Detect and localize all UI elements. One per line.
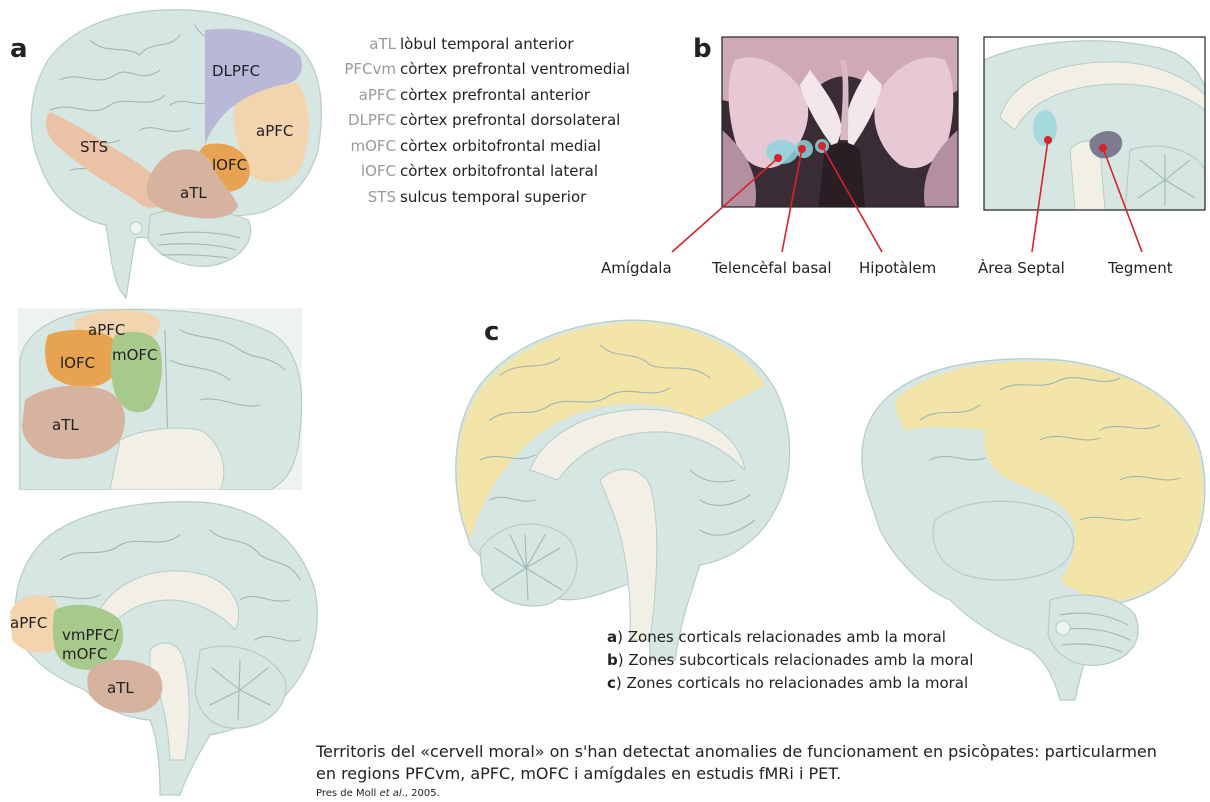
label-top-atl: aTL [180,184,207,202]
sagittal-subcortical [984,37,1210,210]
abbr-desc: còrtex orbitofrontal medial [400,137,601,155]
abbreviation-list: aTL lòbul temporal anterior PFCvm còrtex… [344,35,630,206]
label-top-sts: STS [80,138,108,156]
abbr-desc: lòbul temporal anterior [400,35,574,53]
legend-item-c: c) Zones corticals no relacionades amb l… [607,674,968,692]
pointer-label-tegment: Tegment [1107,259,1173,277]
label-bot-apfc: aPFC [10,614,47,632]
brain-lateral-top [31,10,321,298]
panel-label-a: a [10,34,28,64]
label-mid-apfc: aPFC [88,321,125,339]
abbr-desc: còrtex prefrontal ventromedial [400,60,630,78]
label-bot-atl: aTL [107,679,134,697]
label-top-dlpfc: DLPFC [212,62,260,80]
abbr-term: aTL [369,35,396,53]
caption-line-2: en regions PFCvm, aPFC, mOFC i amígdales… [316,764,841,783]
pointer-label-telencefal: Telencèfal basal [711,259,832,277]
caption-source: Pres de Moll et al., 2005. [316,788,440,799]
abbr-term: mOFC [350,137,396,155]
pointer-label-hipotalem: Hipotàlem [859,259,936,277]
legend-item-a: a) Zones corticals relacionades amb la m… [607,628,946,646]
abbr-term: STS [368,188,396,206]
abbr-term: PFCvm [344,60,396,78]
label-top-lofc: lOFC [212,156,247,174]
abbr-term: lOFC [361,162,396,180]
abbr-desc: còrtex orbitofrontal lateral [400,162,598,180]
abbr-desc: còrtex prefrontal anterior [400,86,591,104]
panel-label-c: c [484,317,499,347]
brain-medial-c [456,320,790,660]
brain-medial-bottom [10,502,317,795]
pointer-label-septal: Àrea Septal [978,258,1065,277]
label-mid-atl: aTL [52,416,79,434]
caption: Territoris del «cervell moral» on s'han … [315,742,1157,799]
mri-coronal-slice [722,37,958,207]
label-top-apfc: aPFC [256,122,293,140]
label-bot-vmpfc: vmPFC/ [62,626,120,644]
abbr-desc: còrtex prefrontal dorsolateral [400,111,620,129]
brain-orbital-middle [18,308,302,490]
legend: a) Zones corticals relacionades amb la m… [607,628,973,692]
panel-label-b: b [693,34,712,64]
abbr-term: DLPFC [348,111,396,129]
abbr-desc: sulcus temporal superior [400,188,587,206]
label-mid-lofc: lOFC [60,354,95,372]
pointer-label-amigdala: Amígdala [601,259,672,277]
abbr-term: aPFC [359,86,396,104]
amygdala-highlight [766,140,798,164]
brain-lateral-c [862,359,1205,700]
label-mid-mofc: mOFC [112,346,158,364]
caption-line-1: Territoris del «cervell moral» on s'han … [315,742,1157,761]
legend-item-b: b) Zones subcorticals relacionades amb l… [607,651,973,669]
label-bot-mofc: mOFC [62,645,108,663]
